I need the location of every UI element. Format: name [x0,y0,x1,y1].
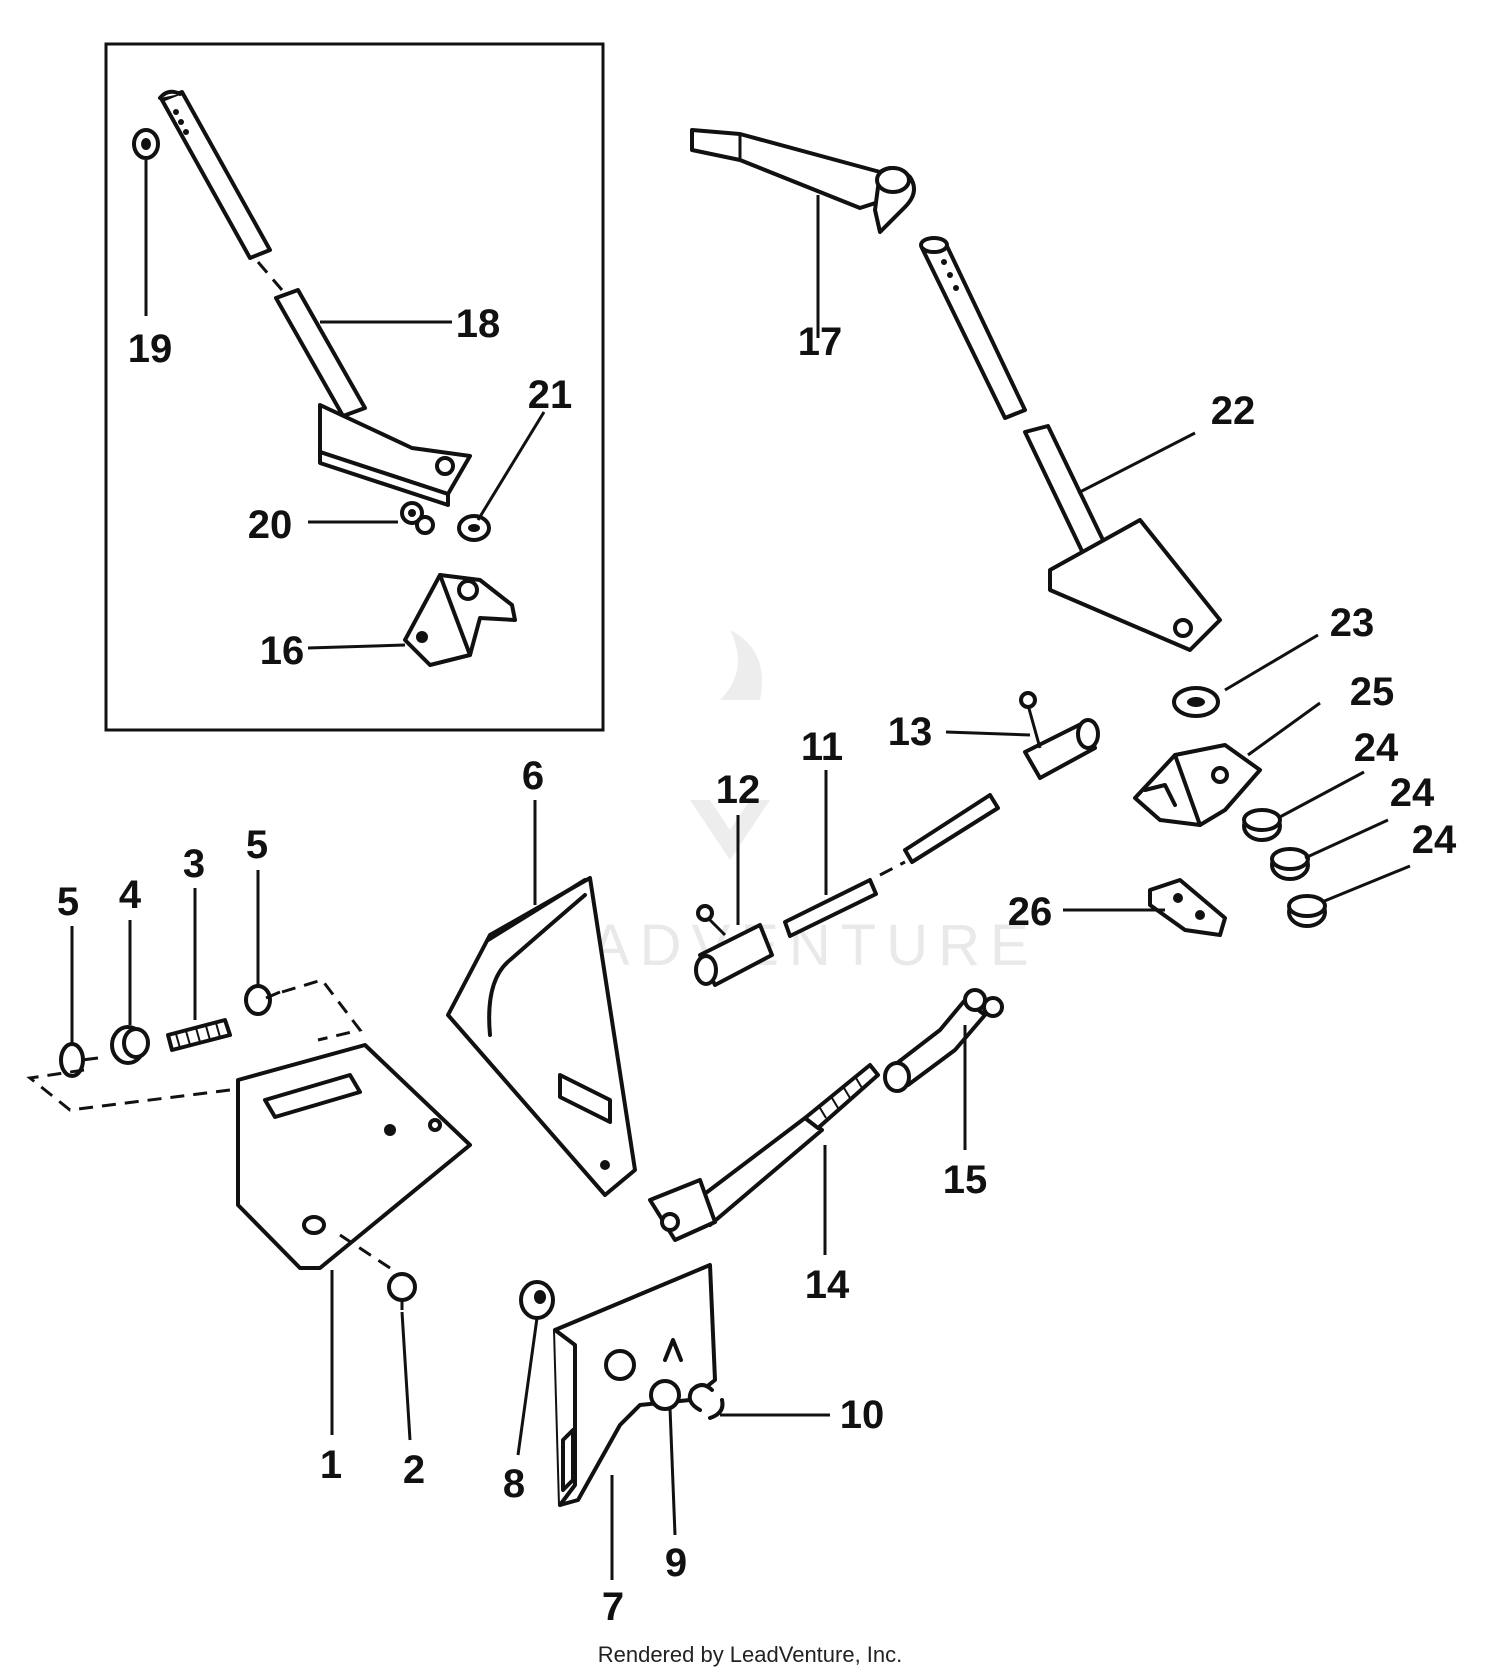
callout-26: 26 [1008,890,1053,934]
part-6-plate [446,876,637,1197]
callout-18: 18 [456,302,501,346]
part-20-bolt [400,501,435,535]
part-11-threaded-rod [783,793,1000,938]
part-24-bushing-c [1287,894,1327,928]
callout-21: 21 [528,373,573,417]
callout-4: 4 [119,873,142,917]
leader-lines [70,160,1411,1580]
callout-10: 10 [840,1393,885,1437]
callout-3: 3 [183,842,205,886]
part-2-clip [387,1272,417,1310]
inset-box [104,42,605,732]
callout-16: 16 [260,629,305,673]
callout-5-left: 5 [57,880,79,924]
callout-1: 1 [320,1443,342,1487]
part-24-bushing-b [1270,847,1310,881]
callout-labels: 1 2 3 4 5 5 6 7 8 9 10 11 12 13 14 15 16… [57,302,1457,1629]
callout-11: 11 [801,725,843,769]
callout-12: 12 [716,768,761,812]
callout-9: 9 [665,1541,687,1585]
callout-8: 8 [503,1462,525,1506]
part-26-plate [1148,878,1227,937]
part-23-washer [1172,686,1220,718]
assembly-dashed-lines [26,978,363,1112]
callout-13: 13 [888,710,933,754]
part-8-cap [519,1280,555,1320]
part-24-bushing-a [1242,808,1282,842]
callout-14: 14 [805,1263,850,1307]
part-1-to-2-dashed-line [339,1233,391,1270]
part-12-rod-end [694,904,774,987]
part-16-bracket [403,573,517,667]
callout-15: 15 [943,1158,988,1202]
callout-24-a: 24 [1354,726,1399,770]
part-21-washer [457,514,491,542]
callout-22: 22 [1211,389,1256,433]
part-15-clevis [883,988,1004,1093]
part-3-spring [166,1018,232,1052]
callout-2: 2 [403,1448,425,1492]
callout-19: 19 [128,327,173,371]
part-14-rod [648,1063,880,1242]
part-1-plate [236,1043,472,1270]
part-5-pin-left [59,1042,99,1078]
part-25-bracket [1133,743,1262,827]
footer-credit: Rendered by LeadVenture, Inc. [598,1642,903,1667]
part-13-rod-end [1019,691,1100,780]
part-7-bracket [553,1263,717,1507]
part-18-lever [158,89,472,507]
callout-17: 17 [798,320,843,364]
callout-20: 20 [248,503,293,547]
part-10-clip [687,1383,725,1420]
callout-6: 6 [522,754,544,798]
callout-24-c: 24 [1412,818,1457,862]
part-5-pin-right [244,984,281,1016]
part-17-lever [690,128,916,234]
callout-7: 7 [602,1585,624,1629]
callout-24-b: 24 [1390,771,1435,815]
part-9-nut [649,1379,681,1411]
part-19-nut [132,128,160,160]
callout-5-right: 5 [246,823,268,867]
part-4-cap [110,1025,150,1065]
callout-23: 23 [1330,601,1375,645]
callout-25: 25 [1350,670,1395,714]
part-22-lever [919,236,1222,652]
